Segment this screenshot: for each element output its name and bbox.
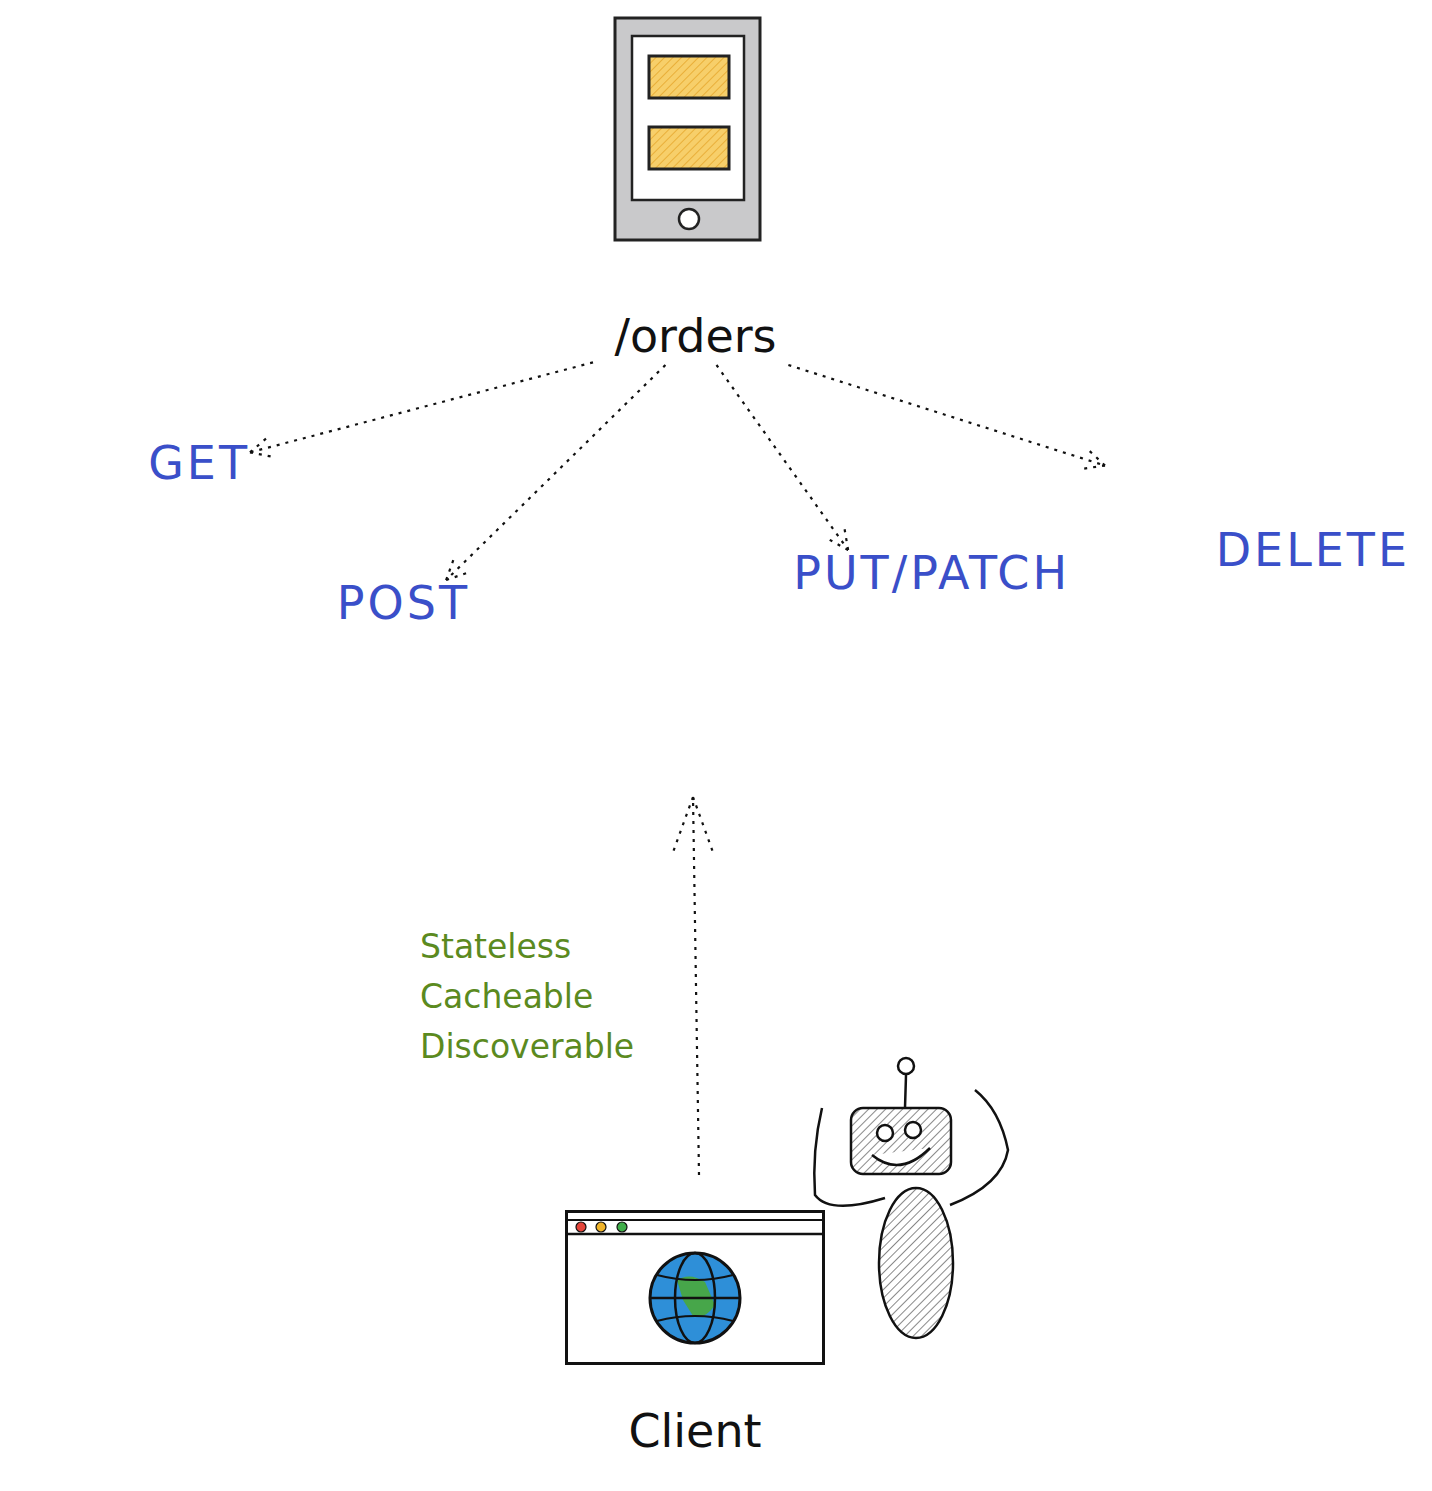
resource-path: /orders (614, 313, 776, 359)
browser-window (565, 1210, 825, 1365)
http-method: POST (337, 580, 470, 626)
dashed-arrow (250, 362, 593, 457)
client-browser: Client (565, 1210, 825, 1365)
robot-illustration (814, 1058, 1008, 1338)
tablet-icon (615, 18, 760, 240)
http-method: PUT/PATCH (793, 550, 1070, 596)
client-label: Client (565, 1408, 825, 1454)
dashed-arrow (716, 365, 848, 550)
dashed-arrow (788, 365, 1105, 469)
request-arrow (672, 797, 714, 1175)
http-method: DELETE (1216, 527, 1410, 573)
method-label: GET (20, 440, 250, 525)
method-label: DELETE (1105, 455, 1410, 573)
method-label: POST (303, 580, 470, 697)
method-label: PUT/PATCH (728, 550, 1070, 693)
resource-label: /orders (593, 306, 798, 365)
http-method: GET (148, 440, 250, 486)
dashed-arrow (446, 365, 665, 580)
property-note: Stateless Cacheable Discoverable (420, 922, 670, 1072)
